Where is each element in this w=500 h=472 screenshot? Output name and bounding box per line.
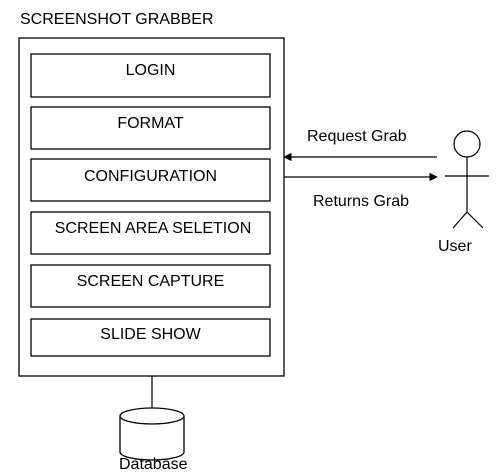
module-configuration: CONFIGURATION bbox=[30, 158, 271, 202]
system-title: SCREENSHOT GRABBER bbox=[20, 11, 214, 28]
module-label: SLIDE SHOW bbox=[100, 326, 201, 343]
database-cylinder-icon bbox=[119, 407, 185, 461]
module-label: FORMAT bbox=[117, 115, 184, 132]
user-actor-icon bbox=[445, 130, 489, 229]
module-login: LOGIN bbox=[30, 53, 271, 98]
module-label: SCREEN AREA SELETION bbox=[55, 220, 252, 237]
module-label: SCREEN CAPTURE bbox=[77, 273, 225, 290]
returns-grab-label: Returns Grab bbox=[313, 193, 409, 210]
module-format: FORMAT bbox=[30, 106, 271, 150]
module-screen-area-selection: SCREEN AREA SELETION bbox=[30, 211, 271, 255]
module-label: LOGIN bbox=[126, 62, 176, 79]
module-screen-capture: SCREEN CAPTURE bbox=[30, 264, 271, 308]
module-slide-show: SLIDE SHOW bbox=[30, 318, 271, 357]
module-label: CONFIGURATION bbox=[84, 168, 217, 185]
user-label: User bbox=[438, 238, 472, 255]
database-label: Database bbox=[119, 456, 188, 472]
request-grab-label: Request Grab bbox=[307, 128, 407, 145]
